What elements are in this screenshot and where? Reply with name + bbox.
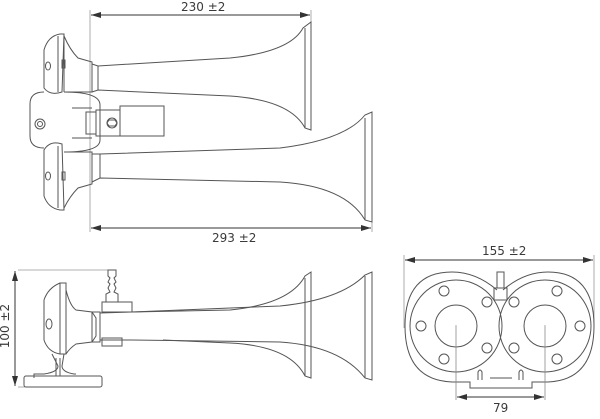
top-view bbox=[29, 10, 373, 232]
dimension-label-100: 100 ±2 bbox=[0, 303, 13, 349]
dimension-label-155: 155 ±2 bbox=[482, 244, 527, 258]
side-view bbox=[12, 269, 373, 388]
dimension-label-79: 79 bbox=[493, 401, 509, 415]
front-view bbox=[403, 255, 595, 400]
dimension-label-293: 293 ±2 bbox=[212, 231, 257, 245]
dimension-label-230: 230 ±2 bbox=[181, 0, 226, 14]
